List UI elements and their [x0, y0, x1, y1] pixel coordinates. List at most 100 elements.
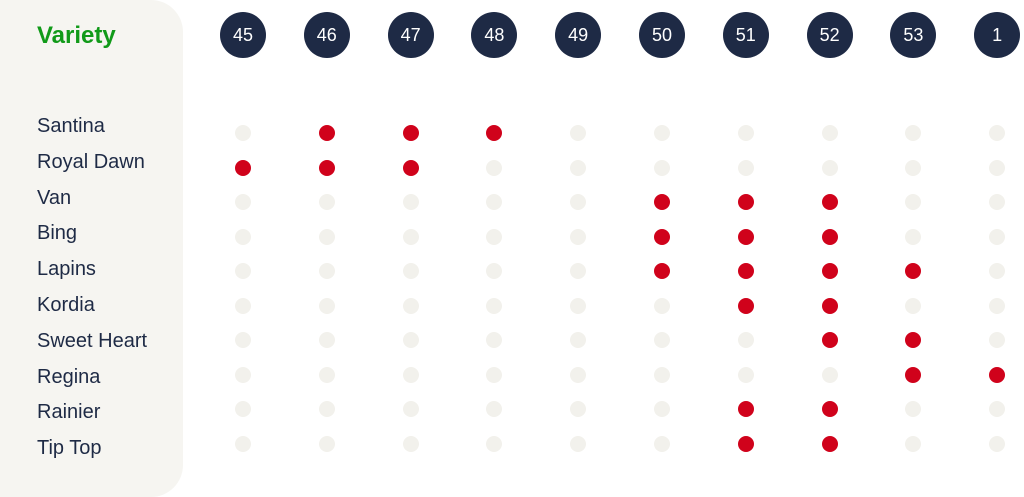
unavailable-dot — [486, 159, 503, 176]
available-dot — [318, 159, 335, 176]
unavailable-dot — [486, 401, 503, 417]
unavailable-dot — [402, 228, 419, 245]
unavailable-dot — [654, 125, 670, 141]
unavailable-dot — [570, 194, 587, 210]
unavailable-dot — [235, 332, 251, 348]
unavailable-dot — [486, 228, 503, 245]
available-dot — [486, 125, 503, 141]
unavailable-dot — [570, 263, 587, 279]
available-dot — [402, 125, 419, 141]
unavailable-dot — [570, 125, 587, 141]
unavailable-dot — [402, 332, 419, 348]
available-dot — [905, 263, 922, 279]
unavailable-dot — [235, 297, 251, 314]
unavailable-dot — [654, 159, 670, 176]
unavailable-dot — [570, 401, 587, 417]
unavailable-dot — [737, 125, 754, 141]
unavailable-dot — [486, 435, 503, 452]
unavailable-dot — [989, 297, 1006, 314]
unavailable-dot — [654, 366, 670, 383]
unavailable-dot — [905, 159, 922, 176]
variety-title: Variety — [37, 22, 116, 49]
variety-label: Santina — [37, 115, 105, 137]
available-dot — [821, 332, 838, 348]
unavailable-dot — [402, 263, 419, 279]
unavailable-dot — [989, 332, 1006, 348]
unavailable-dot — [905, 401, 922, 417]
available-dot — [821, 401, 838, 417]
available-dot — [989, 366, 1006, 383]
unavailable-dot — [486, 263, 503, 279]
unavailable-dot — [235, 366, 251, 383]
available-dot — [821, 194, 838, 210]
unavailable-dot — [989, 194, 1006, 210]
available-dot — [737, 401, 754, 417]
unavailable-dot — [737, 332, 754, 348]
variety-label: Tip Top — [37, 437, 102, 460]
unavailable-dot — [318, 332, 335, 348]
unavailable-dot — [235, 125, 251, 141]
variety-label: Kordia — [37, 294, 95, 316]
unavailable-dot — [235, 263, 251, 279]
unavailable-dot — [905, 194, 922, 210]
unavailable-dot — [486, 332, 503, 348]
unavailable-dot — [570, 332, 587, 348]
available-dot — [821, 297, 838, 314]
unavailable-dot — [821, 125, 838, 141]
unavailable-dot — [989, 401, 1006, 417]
unavailable-dot — [402, 366, 419, 383]
unavailable-dot — [235, 228, 251, 245]
unavailable-dot — [821, 366, 838, 383]
unavailable-dot — [654, 297, 670, 314]
week-header-48: 48 — [471, 12, 518, 58]
available-dot — [654, 263, 670, 279]
available-dot — [737, 297, 754, 314]
unavailable-dot — [989, 435, 1006, 452]
unavailable-dot — [570, 366, 587, 383]
week-header-50: 50 — [639, 12, 685, 58]
unavailable-dot — [318, 366, 335, 383]
available-dot — [737, 435, 754, 452]
variety-label: Royal Dawn — [37, 150, 145, 173]
unavailable-dot — [905, 435, 922, 452]
week-header-49: 49 — [555, 12, 602, 58]
unavailable-dot — [570, 297, 587, 314]
unavailable-dot — [318, 263, 335, 279]
unavailable-dot — [570, 159, 587, 176]
unavailable-dot — [235, 435, 251, 452]
unavailable-dot — [318, 297, 335, 314]
available-dot — [654, 228, 670, 245]
unavailable-dot — [654, 332, 670, 348]
week-header-52: 52 — [806, 12, 853, 58]
available-dot — [654, 194, 670, 210]
week-header-1: 1 — [974, 12, 1021, 58]
unavailable-dot — [821, 159, 838, 176]
week-header-46: 46 — [303, 12, 350, 58]
unavailable-dot — [318, 401, 335, 417]
unavailable-dot — [737, 159, 754, 176]
unavailable-dot — [905, 297, 922, 314]
unavailable-dot — [905, 125, 922, 141]
unavailable-dot — [654, 435, 670, 452]
available-dot — [235, 159, 251, 176]
variety-label: Rainier — [37, 401, 101, 424]
available-dot — [821, 435, 838, 452]
variety-label: Sweet Heart — [37, 329, 148, 352]
unavailable-dot — [989, 228, 1006, 245]
unavailable-dot — [486, 194, 503, 210]
unavailable-dot — [402, 297, 419, 314]
unavailable-dot — [318, 194, 335, 210]
unavailable-dot — [989, 263, 1006, 279]
unavailable-dot — [905, 228, 922, 245]
available-dot — [821, 263, 838, 279]
variety-label: Bing — [37, 222, 78, 245]
unavailable-dot — [402, 401, 419, 417]
variety-label: Van — [37, 186, 72, 209]
unavailable-dot — [402, 435, 419, 452]
week-header-45: 45 — [220, 12, 266, 58]
available-dot — [737, 228, 754, 245]
week-header-53: 53 — [890, 12, 937, 58]
available-dot — [402, 159, 419, 176]
variety-label: Lapins — [37, 258, 96, 281]
unavailable-dot — [402, 194, 419, 210]
